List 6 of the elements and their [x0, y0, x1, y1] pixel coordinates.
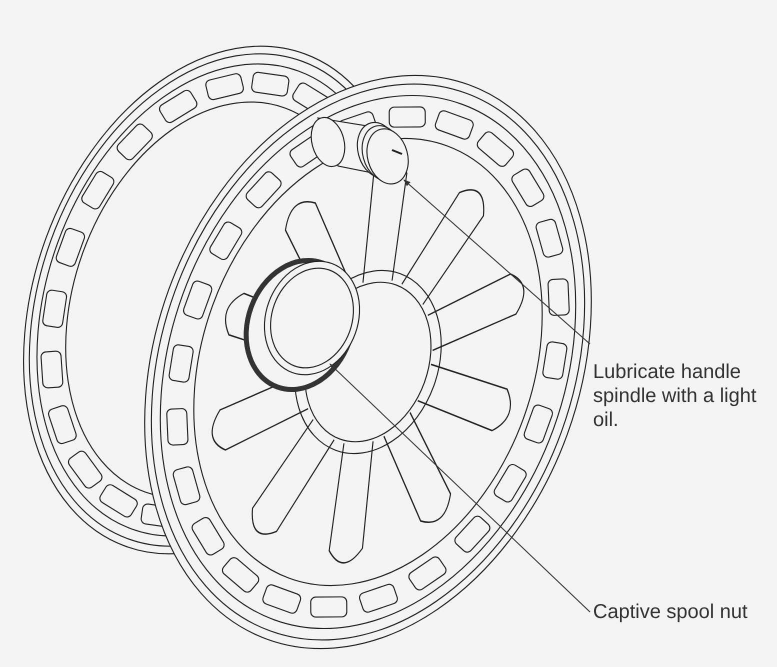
spool-nut-drawing	[244, 258, 360, 392]
leader-line	[330, 364, 590, 612]
callout-text: Lubricate handle spindle with a light oil.	[593, 360, 758, 432]
handle-spindle-drawing	[310, 116, 409, 184]
leader-line	[403, 180, 590, 344]
callout-text: Captive spool nut	[593, 600, 749, 624]
